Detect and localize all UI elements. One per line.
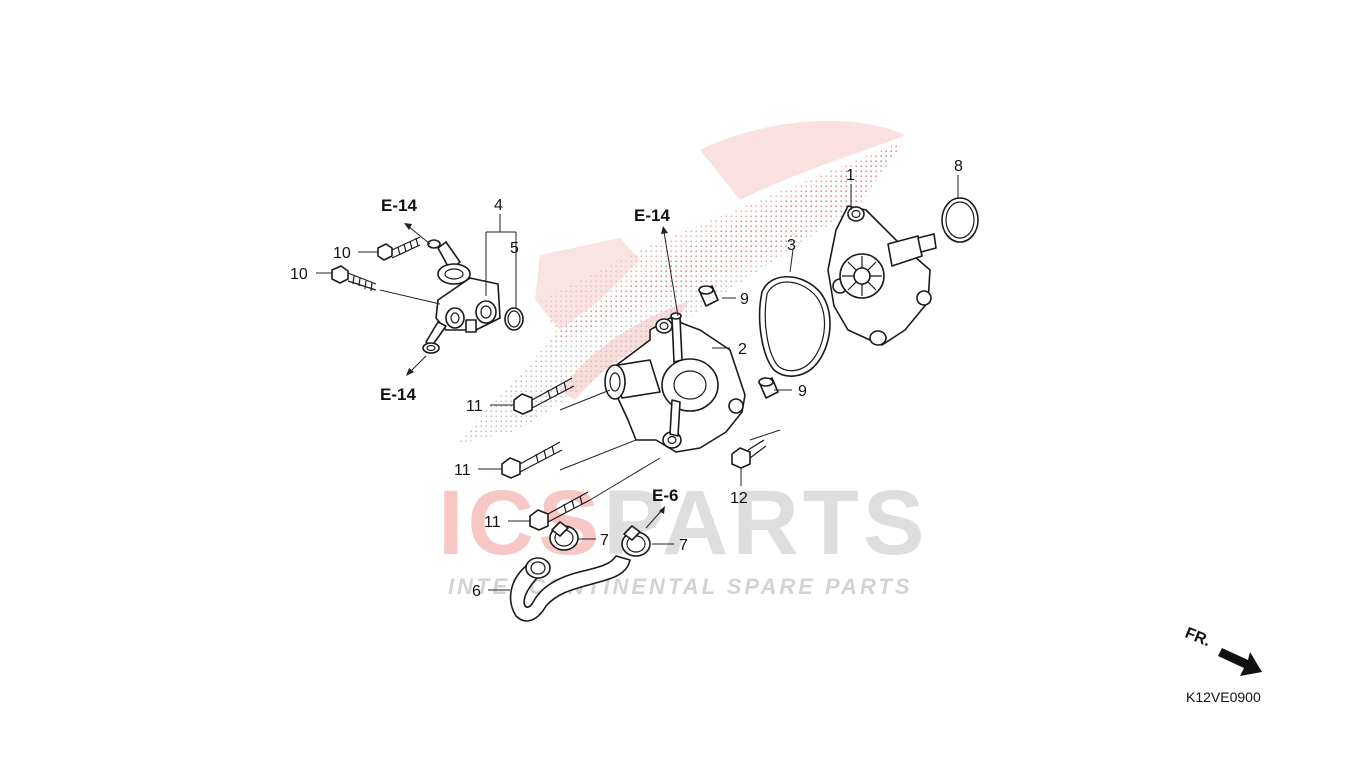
watermark-brand-accent: ICS — [438, 472, 603, 574]
bolt-11-middle — [501, 441, 563, 479]
reference-label: E-14 — [380, 385, 416, 404]
callout-number: 7 — [679, 537, 688, 554]
callout-number: 9 — [740, 291, 749, 308]
callout-number: 5 — [510, 240, 519, 257]
water-pump-assembly — [827, 205, 937, 346]
reference-label: E-14 — [381, 196, 417, 215]
callout-number: 9 — [798, 383, 807, 400]
hose-clamp-7-left — [549, 521, 579, 551]
callout-number: 6 — [472, 583, 481, 600]
gasket-3 — [758, 276, 831, 377]
callout-number: 7 — [600, 532, 609, 549]
dowel-pin-9-upper — [698, 285, 719, 307]
callout-number: 4 — [494, 197, 503, 214]
water-pump-cover — [604, 312, 746, 453]
callout-number: 1 — [846, 167, 855, 184]
callout-number: 12 — [730, 490, 748, 507]
water-hose-6 — [509, 555, 631, 622]
callout-number: 11 — [484, 514, 501, 531]
front-label: FR. — [1183, 625, 1213, 650]
bolt-11-upper — [513, 377, 575, 415]
watermark-brand: ICSPARTS INTERCONTINENTAL SPARE PARTS — [438, 472, 928, 599]
hose-clamp-7-right — [621, 525, 651, 557]
callout-number: 8 — [954, 158, 963, 175]
watermark-brand-rest: PARTS — [603, 472, 928, 574]
bolt-10-lower — [331, 265, 377, 292]
bolt-11-lower — [529, 491, 591, 531]
o-ring-5 — [504, 307, 524, 331]
callout-number: 3 — [787, 237, 796, 254]
bolt-10-upper — [377, 236, 421, 261]
front-arrow-icon — [1218, 648, 1262, 676]
front-direction-marker: FR. — [1183, 625, 1262, 676]
leader-lines — [316, 175, 959, 591]
bolt-12 — [731, 439, 767, 469]
dowel-pin-9-lower — [758, 377, 779, 399]
svg-text:ICSPARTS: ICSPARTS — [438, 472, 928, 574]
reference-label: E-6 — [652, 486, 678, 505]
callout-number: 10 — [333, 245, 351, 262]
drawing-code: K12VE0900 — [1186, 689, 1261, 705]
callout-number: 2 — [738, 341, 747, 358]
callout-number: 11 — [466, 398, 483, 415]
reference-label: E-14 — [634, 206, 670, 225]
water-joint-assembly — [422, 239, 501, 354]
o-ring-8 — [941, 197, 979, 243]
callout-number: 10 — [290, 266, 308, 283]
callout-number: 11 — [454, 462, 471, 479]
